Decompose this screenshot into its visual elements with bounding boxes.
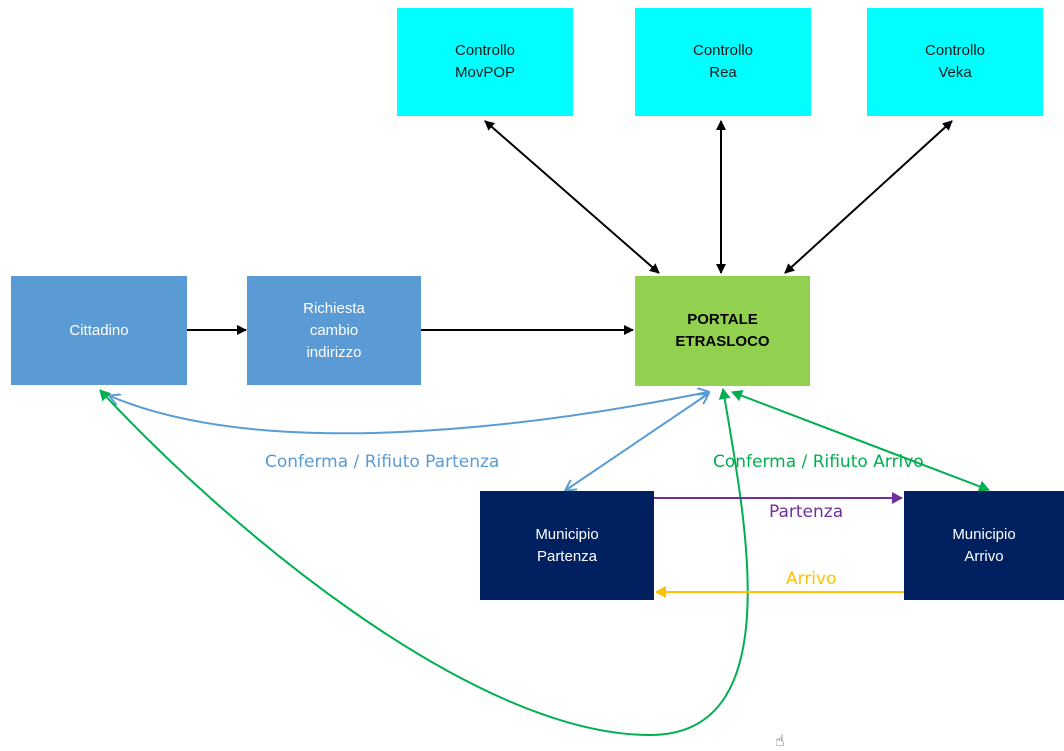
edge-portale-municipio-arrivo [731, 389, 990, 493]
edge-portale-cittadino-green [99, 388, 749, 737]
label-partenza: Partenza [769, 502, 844, 522]
label-conferma-rifiuto-arrivo: Conferma / Rifiuto Arrivo [713, 452, 924, 472]
node-portale-etrasloco: PORTALE ETRASLOCO [635, 276, 810, 386]
hand-cursor-icon: ☝ [775, 733, 785, 750]
node-cittadino: Cittadino [11, 276, 187, 385]
node-municipio-partenza: Municipio Partenza [480, 491, 654, 600]
label-arrivo: Arrivo [786, 569, 837, 589]
edge-portale-municipio-partenza [566, 394, 708, 490]
node-controllo-movpop: Controllo MovPOP [397, 8, 573, 116]
edge-veka-portale [784, 120, 953, 274]
edge-portale-cittadino-blue [110, 392, 708, 435]
node-richiesta-cambio-indirizzo: Richiesta cambio indirizzo [247, 276, 421, 385]
edge-movpop-portale [484, 120, 660, 274]
node-controllo-rea: Controllo Rea [635, 8, 811, 116]
label-conferma-rifiuto-partenza: Conferma / Rifiuto Partenza [265, 452, 500, 472]
node-municipio-arrivo: Municipio Arrivo [904, 491, 1064, 600]
node-controllo-veka: Controllo Veka [867, 8, 1043, 116]
